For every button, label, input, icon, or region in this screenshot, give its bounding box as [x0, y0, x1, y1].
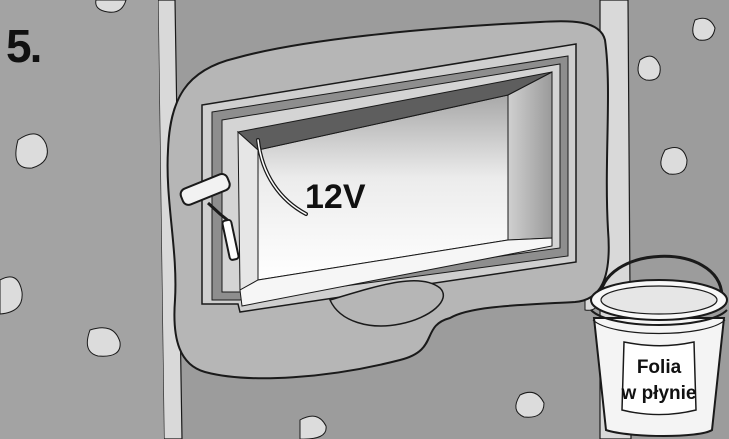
step-number: 5.	[6, 20, 40, 72]
bucket-label-line1: Folia	[637, 357, 682, 378]
voltage-label: 12V	[305, 178, 366, 216]
bucket-label-line2: w płynie	[621, 383, 697, 404]
